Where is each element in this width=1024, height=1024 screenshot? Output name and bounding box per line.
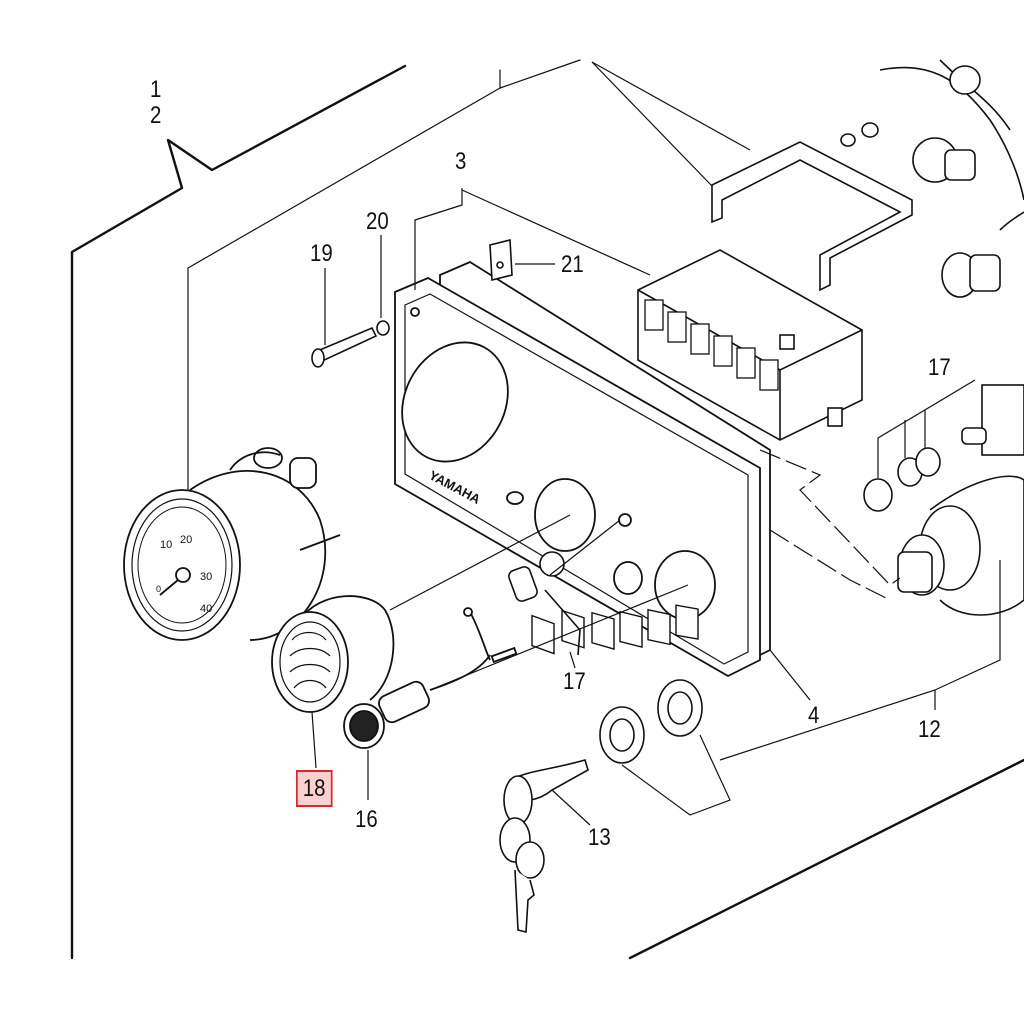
part-20-washer-icon [376,235,390,336]
part-18-boot-icon [271,595,395,769]
bracket-icon [591,61,913,292]
leader-3 [414,188,463,290]
callout-17-left[interactable]: 17 [563,668,586,695]
callout-20[interactable]: 20 [366,208,389,235]
leader-gauge [389,514,571,611]
part-12-switch-icon [897,475,1024,616]
callout-18-highlighted[interactable]: 18 [296,770,333,807]
callout-4[interactable]: 4 [808,702,820,729]
gauge-label-40: 40 [200,603,212,615]
callout-19[interactable]: 19 [310,240,333,267]
panel-plate: YAMAHA [394,260,771,678]
part-17-right-toggle-icon [863,379,1024,512]
part-19-screw-icon [311,268,378,368]
panel-leader-frame [187,69,501,491]
callout-3[interactable]: 3 [455,148,467,175]
part-21-clip-icon [489,238,555,282]
gauge-label-10: 10 [160,539,172,551]
callout-2[interactable]: 2 [150,102,162,129]
leader-4 [769,649,811,701]
gauge-label-30: 30 [200,571,212,583]
callout-12[interactable]: 12 [918,716,941,743]
gauge-label-20: 20 [180,534,192,546]
assembly-boundary-line-bottom [628,758,1024,960]
callout-17-right[interactable]: 17 [928,354,951,381]
part-17-toggle-icon [508,551,581,669]
harness-connectors-icon [840,59,1024,298]
gauge-label-0: 0 [156,584,161,594]
fuse-box-icon [637,249,863,441]
callout-1[interactable]: 1 [150,76,162,103]
harness-leader [499,59,581,89]
callout-13[interactable]: 13 [588,824,611,851]
part-13-keys-icon [499,759,591,934]
leader-key [429,584,689,691]
callout-21[interactable]: 21 [561,251,584,278]
leader-toggle [549,519,621,576]
assembly-boundary-line [70,64,407,960]
part-12-nuts-icon [599,679,731,816]
gauge-icon: 10 20 30 40 0 [123,447,341,641]
leader-dashed-1 [759,449,901,586]
callout-16[interactable]: 16 [355,806,378,833]
leader-3b [461,189,651,276]
leader-12 [719,560,1001,761]
leader-dashed-2 [769,529,891,601]
